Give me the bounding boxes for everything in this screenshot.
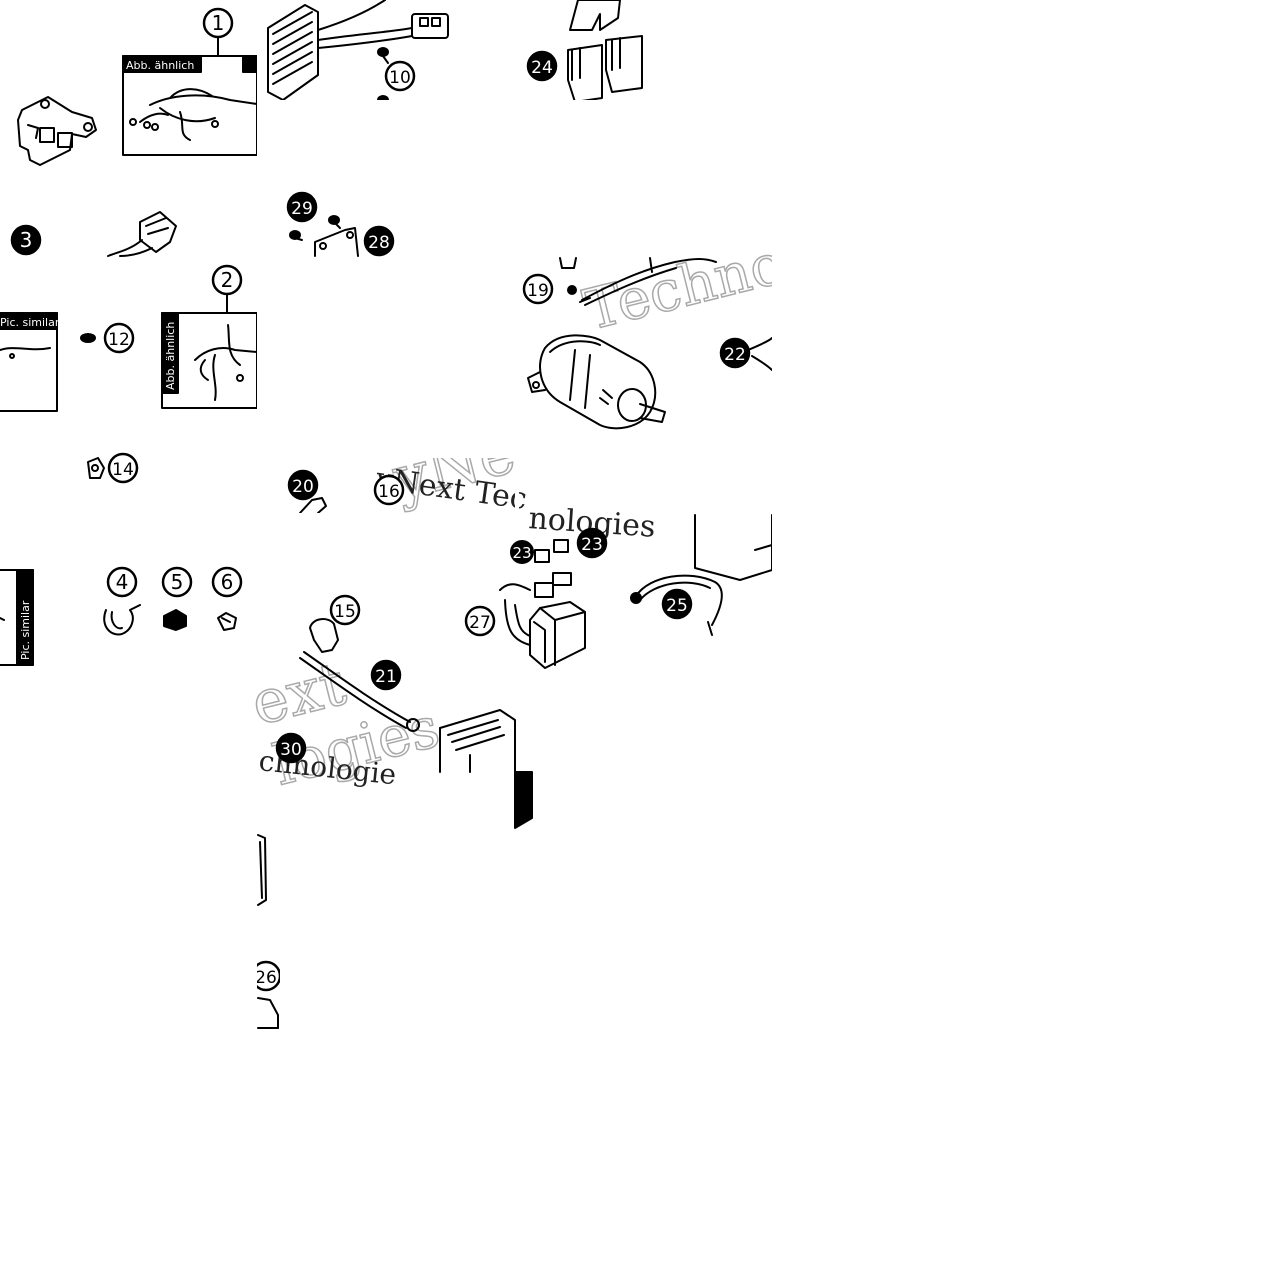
svg-text:23: 23 xyxy=(581,535,603,555)
callout-30: 30 xyxy=(275,732,307,764)
callout-23a: 23 xyxy=(510,540,534,564)
box-label: Abb. ähnlich xyxy=(126,59,194,72)
cable-clip-14 xyxy=(87,457,105,479)
tile-seam xyxy=(257,0,265,257)
mounting-bracket xyxy=(17,96,97,166)
svg-text:24: 24 xyxy=(531,58,553,78)
callout-20: 20 xyxy=(287,469,319,501)
svg-text:19: 19 xyxy=(527,281,549,301)
cable-22 xyxy=(747,337,773,371)
blank-tile xyxy=(257,258,515,458)
blank-tile xyxy=(257,1029,772,1285)
svg-text:1: 1 xyxy=(212,11,225,35)
callout-4: 4 xyxy=(106,566,138,598)
harness-box-3 xyxy=(0,312,58,412)
connector-top xyxy=(569,0,621,31)
callout-5: 5 xyxy=(161,566,193,598)
svg-text:21: 21 xyxy=(375,667,397,687)
starter-motor xyxy=(527,334,666,430)
svg-text:22: 22 xyxy=(724,345,746,365)
svg-text:12: 12 xyxy=(108,330,130,350)
battery xyxy=(439,709,533,829)
grommet-12 xyxy=(80,333,96,343)
blank-tile xyxy=(0,772,257,1285)
callouts: 1 10 24 3 29 28 2 12 xyxy=(10,7,751,992)
box-label: Pic. similar xyxy=(0,316,60,329)
svg-text:15: 15 xyxy=(334,602,356,622)
tile-seam xyxy=(257,513,515,516)
callout-15: 15 xyxy=(329,594,361,626)
blank-tile xyxy=(533,772,772,1029)
sensor-lead xyxy=(559,257,717,306)
blank-tile xyxy=(280,830,533,1029)
callout-25: 25 xyxy=(661,588,693,620)
callout-12: 12 xyxy=(103,322,135,354)
part-26 xyxy=(257,997,279,1029)
svg-text:5: 5 xyxy=(171,570,184,594)
callout-16: 16 xyxy=(373,474,405,506)
callout-6: 6 xyxy=(211,566,243,598)
svg-text:20: 20 xyxy=(292,477,314,497)
callout-19: 19 xyxy=(522,273,554,305)
svg-text:6: 6 xyxy=(221,570,234,594)
plug-connector xyxy=(107,211,177,257)
battery-box xyxy=(694,514,773,581)
callout-29: 29 xyxy=(286,191,318,223)
callout-22: 22 xyxy=(719,337,751,369)
svg-text:27: 27 xyxy=(469,613,491,633)
svg-text:10: 10 xyxy=(389,68,411,88)
svg-text:3: 3 xyxy=(20,228,33,252)
fuse-box-24 xyxy=(567,35,643,103)
box-label: Abb. ähnlich xyxy=(164,322,177,390)
svg-text:29: 29 xyxy=(291,199,313,219)
svg-text:16: 16 xyxy=(378,482,400,502)
tile-seam xyxy=(515,250,519,515)
svg-text:23: 23 xyxy=(512,544,531,562)
callout-2: 2 xyxy=(211,264,243,296)
callout-24: 24 xyxy=(526,50,558,82)
callout-10: 10 xyxy=(384,60,416,92)
blank-tile xyxy=(515,100,772,250)
bracket-28 xyxy=(289,215,359,257)
svg-text:26: 26 xyxy=(255,968,277,988)
svg-text:28: 28 xyxy=(368,233,390,253)
side-bracket xyxy=(257,834,267,906)
callout-3: 3 xyxy=(10,224,42,256)
svg-text:25: 25 xyxy=(666,596,688,616)
svg-text:30: 30 xyxy=(280,740,302,760)
svg-text:2: 2 xyxy=(221,268,234,292)
callout-1: 1 xyxy=(202,7,234,39)
callout-28: 28 xyxy=(363,225,395,257)
clip-5 xyxy=(163,609,187,631)
svg-text:4: 4 xyxy=(116,570,129,594)
starter-relay xyxy=(499,539,586,669)
blank-tile xyxy=(257,100,515,190)
blank-tile xyxy=(772,0,1285,1285)
clip-6 xyxy=(217,612,237,631)
svg-text:14: 14 xyxy=(112,460,134,480)
box-label: Pic. similar xyxy=(19,600,32,660)
tile-seam xyxy=(257,257,515,259)
voltage-regulator xyxy=(267,0,449,101)
terminal-20 xyxy=(299,497,327,514)
callout-26: 26 xyxy=(250,960,282,992)
cable-21 xyxy=(299,651,420,732)
callout-27: 27 xyxy=(464,605,496,637)
terminal-cap-15 xyxy=(309,618,339,653)
harness-box-4 xyxy=(0,569,34,666)
harness-box-1 xyxy=(122,37,258,156)
callout-21: 21 xyxy=(370,659,402,691)
callout-23b: 23 xyxy=(576,527,608,559)
battery-cable-25 xyxy=(630,574,723,636)
cable-tie-4 xyxy=(103,604,141,636)
callout-14: 14 xyxy=(107,452,139,484)
